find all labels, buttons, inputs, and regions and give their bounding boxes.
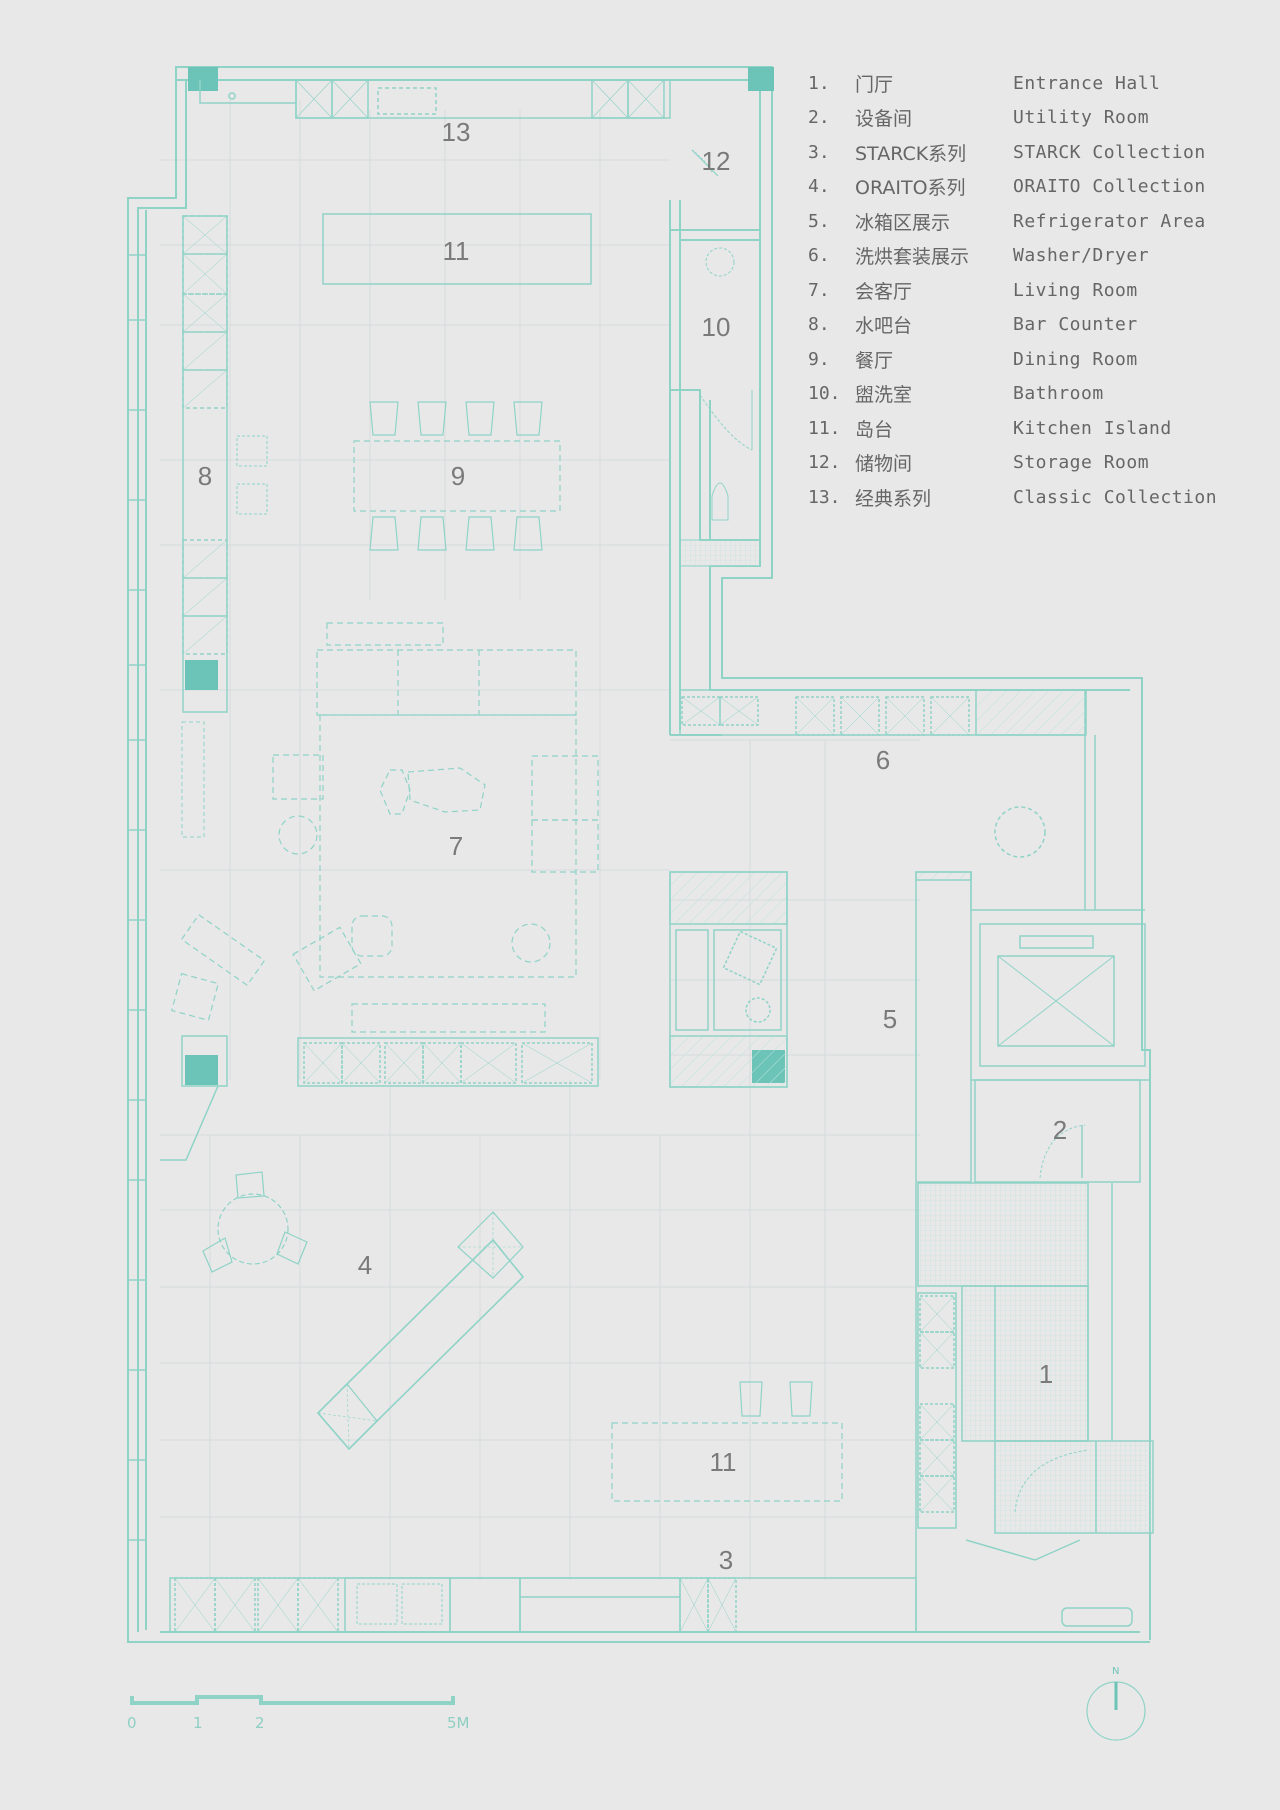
room-label-4: 4 <box>358 1250 372 1280</box>
structural-columns <box>185 67 785 1085</box>
living-room-furniture <box>170 622 599 1033</box>
north-arrow <box>1086 1681 1146 1741</box>
bathroom-fixtures <box>679 247 761 567</box>
dining-table <box>353 401 561 551</box>
storage-door <box>691 149 719 177</box>
room-label-3: 3 <box>719 1545 733 1575</box>
washer-dryer-run <box>679 689 1096 910</box>
floor-tiles <box>160 100 920 1580</box>
console-cabinet <box>160 1035 599 1161</box>
window-mullions <box>128 254 146 1541</box>
room-labels: 13 12 11 10 8 9 6 7 5 2 4 1 11 3 <box>198 117 1067 1575</box>
starck-cabinet-run <box>169 1183 917 1633</box>
room-label-12: 12 <box>702 146 731 176</box>
kitchen-island-top <box>322 213 592 285</box>
kitchen-island-bottom <box>611 1381 843 1502</box>
room-label-13: 13 <box>442 117 471 147</box>
scale-label-1: 1 <box>193 1714 203 1732</box>
room-label-9: 9 <box>451 461 465 491</box>
scale-label-5m: 5M <box>447 1714 470 1732</box>
scale-label-2: 2 <box>255 1714 265 1732</box>
room-label-6: 6 <box>876 745 890 775</box>
room-label-1: 1 <box>1039 1359 1053 1389</box>
utility-room <box>974 1079 1141 1183</box>
scale-label-0: 0 <box>127 1714 137 1732</box>
oraito-furniture <box>202 1171 525 1451</box>
refrigerator-block <box>669 871 788 1088</box>
bar-counter <box>181 215 268 838</box>
north-label: N <box>1112 1666 1120 1677</box>
room-label-11a: 11 <box>443 236 470 266</box>
room-label-5: 5 <box>883 1004 897 1034</box>
room-label-2: 2 <box>1053 1115 1067 1145</box>
entrance-hall <box>917 1182 1154 1627</box>
room-label-7: 7 <box>449 831 463 861</box>
scale-bar <box>130 1695 455 1705</box>
elevator-core <box>915 871 1150 1183</box>
room-label-11b: 11 <box>710 1447 737 1477</box>
classic-cabinet-run <box>199 79 671 119</box>
room-label-8: 8 <box>198 461 212 491</box>
room-label-10: 10 <box>702 312 731 342</box>
